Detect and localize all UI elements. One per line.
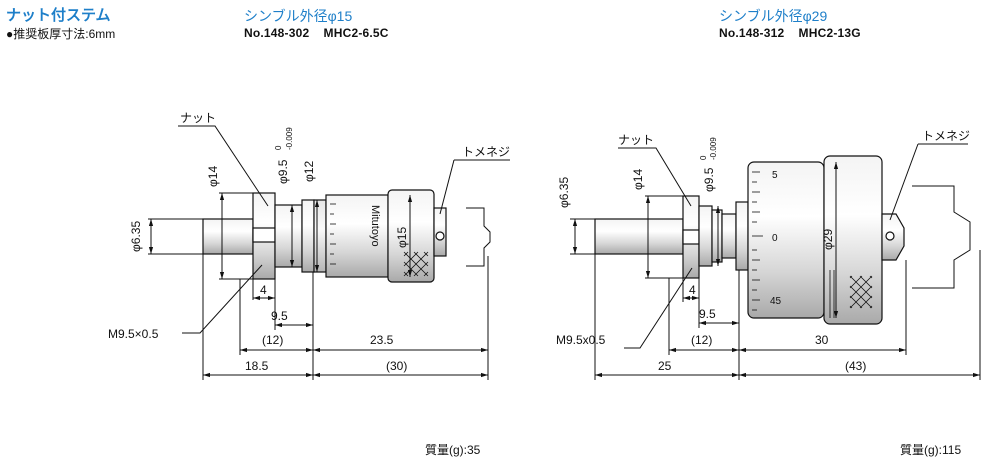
recommended-plate-thickness: ●推奨板厚寸法:6mm [6, 27, 116, 41]
left-dim-stem-length: 18.5 [245, 359, 269, 373]
left-dim-body-length: 23.5 [370, 333, 394, 347]
right-dim-nut-diameter: φ14 [631, 169, 645, 190]
left-subtitle: シンブル外径φ15 [244, 8, 353, 24]
right-lock-screw [885, 231, 895, 241]
left-brand-text: Mitutoyo [369, 205, 381, 247]
right-micrometer-head [594, 155, 971, 325]
right-dim-thread-tol-lower: -0.009 [709, 137, 718, 160]
right-horizontal-dims [594, 250, 981, 380]
section-title: ナット付ステム [6, 7, 111, 24]
left-dim-thread-tol-lower: -0.009 [285, 127, 294, 150]
right-thread-label: M9.5x0.5 [556, 333, 606, 347]
left-dim-thread-tol-upper: 0 [274, 145, 283, 150]
right-dim-nut-length: 4 [689, 283, 696, 297]
left-dim-sleeve-diameter: φ12 [302, 161, 316, 182]
left-horizontal-dims [202, 254, 489, 380]
left-sleeve [313, 199, 327, 273]
left-dim-thread-diameter: φ9.5 [276, 159, 290, 184]
right-thread-end [711, 209, 723, 263]
right-model-code: MHC2-13G [798, 26, 861, 40]
right-dim-ref-length: (12) [691, 333, 712, 347]
left-dim-thread-length: 9.5 [271, 309, 288, 323]
left-mounting-plate [466, 207, 491, 267]
right-leaders [618, 143, 968, 349]
right-lock-screw-label: トメネジ [922, 129, 970, 143]
right-scale-45: 45 [770, 296, 782, 307]
right-nut-band [682, 229, 700, 245]
right-dim-thread-tol-upper: 0 [699, 155, 708, 160]
left-lock-screw-label: トメネジ [462, 145, 510, 159]
right-mass: 質量(g):115 [900, 443, 962, 457]
right-nut-label: ナット [618, 133, 654, 147]
left-dim-nut-length: 4 [260, 283, 267, 297]
right-subtitle: シンブル外径φ29 [719, 8, 828, 24]
right-dim-stem-diameter: φ6.35 [557, 177, 571, 208]
left-micrometer-head [202, 189, 491, 283]
left-model-no: No.148-302 [244, 26, 310, 40]
right-mounting-plate [912, 185, 971, 289]
right-dim-stem-length: 25 [658, 359, 672, 373]
right-model-no: No.148-312 [719, 26, 785, 40]
left-thread-label: M9.5×0.5 [108, 327, 159, 341]
left-vertical-dims [148, 192, 413, 280]
right-scale-5: 5 [772, 170, 778, 181]
right-dim-body-length: 30 [815, 333, 829, 347]
left-mass: 質量(g):35 [425, 443, 481, 457]
left-leaders [178, 125, 510, 334]
left-nut-label: ナット [180, 111, 216, 125]
left-dim-ref-length: (12) [262, 333, 283, 347]
left-spindle-stem [202, 218, 254, 255]
right-vertical-dims [570, 162, 839, 318]
left-dim-total-length: (30) [386, 359, 407, 373]
right-sleeve-collar [735, 201, 749, 271]
left-nut-band [252, 227, 276, 243]
left-model-number: No.148-302 MHC2-6.5C [244, 26, 389, 40]
right-sleeve-neck [721, 213, 737, 259]
left-lock-screw [435, 231, 445, 241]
right-dim-thread-diameter: φ9.5 [702, 167, 716, 192]
right-spindle-stem [594, 218, 684, 255]
right-scale-ticks [752, 171, 763, 311]
right-scale-0: 0 [772, 233, 778, 244]
left-model-code: MHC2-6.5C [323, 26, 389, 40]
right-dim-thread-length: 9.5 [699, 307, 716, 321]
left-thread-section [274, 204, 303, 268]
right-dim-thimble-diameter: φ29 [821, 229, 835, 250]
right-dim-total-length: (43) [845, 359, 866, 373]
right-model-number: No.148-312 MHC2-13G [719, 26, 861, 40]
right-thimble-barrel [747, 161, 825, 319]
left-dim-stem-diameter: φ6.35 [129, 221, 143, 252]
left-sleeve-collar [301, 199, 315, 273]
right-thread-section [698, 205, 713, 267]
left-dim-nut-diameter: φ14 [206, 166, 220, 187]
left-dim-thimble-diameter: φ15 [395, 227, 409, 248]
